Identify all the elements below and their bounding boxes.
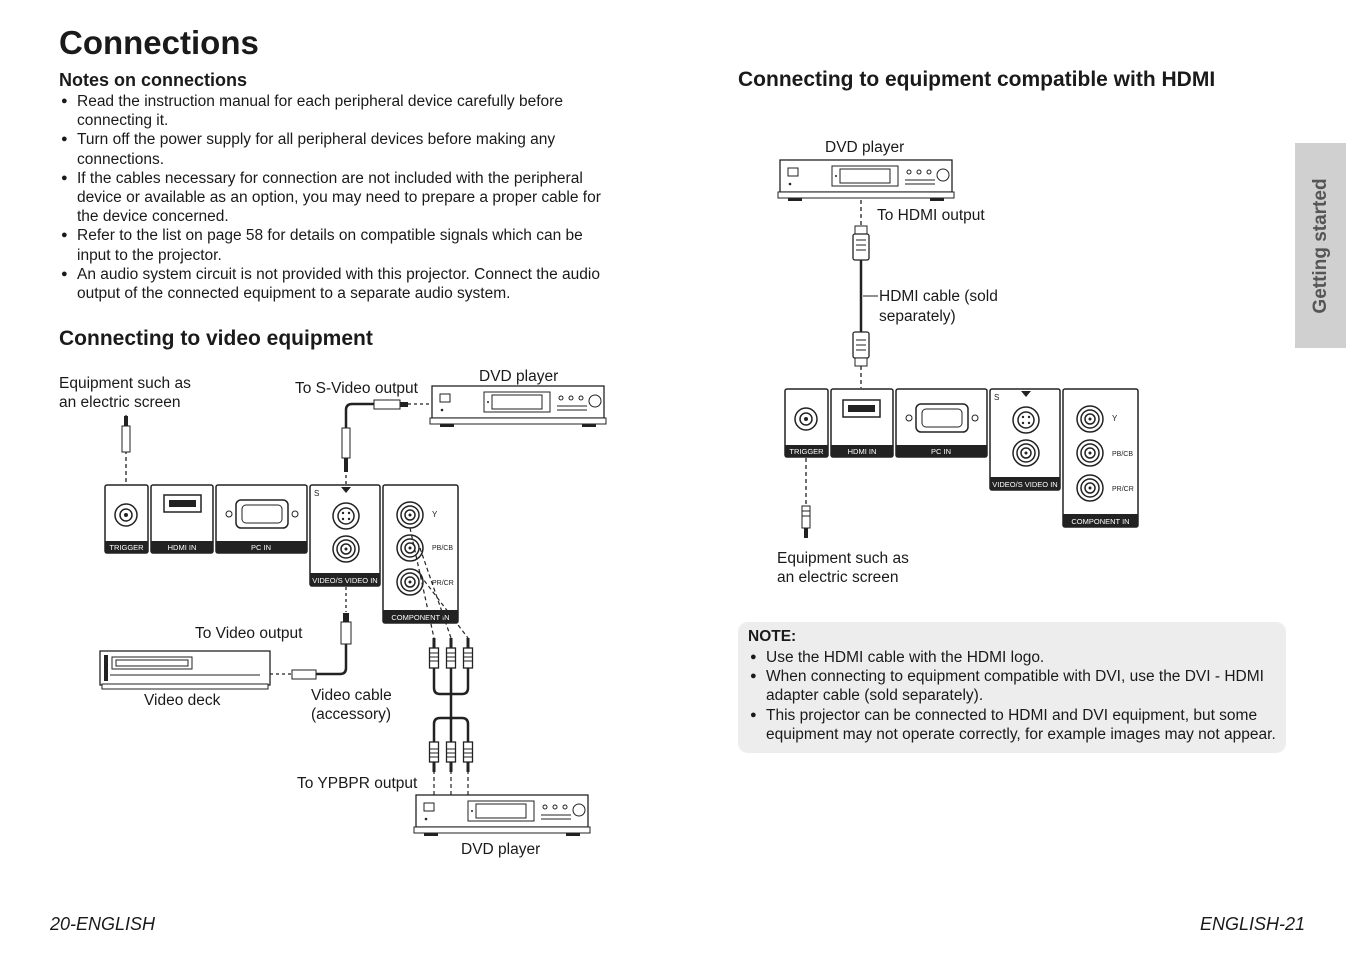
pr-port-label: PR/CR (1112, 486, 1134, 493)
projector-panel-right: TRIGGER HDMI IN PC IN S VIDEO/S VIDEO IN… (784, 388, 1139, 528)
svideo-output-label: To S-Video output (295, 380, 418, 397)
notes-list: Read the instruction manual for each per… (59, 92, 604, 303)
note-box: NOTE: Use the HDMI cable with the HDMI l… (738, 622, 1286, 753)
pc-port-label: PC IN (931, 447, 951, 456)
notes-item: Read the instruction manual for each per… (59, 92, 604, 130)
hdmi-cable-label-line1: HDMI cable (sold (879, 288, 998, 305)
note-title: NOTE: (748, 628, 797, 645)
video-cable-label-line1: Video cable (311, 687, 392, 704)
notes-item: Turn off the power supply for all periph… (59, 130, 604, 168)
video-cable-label-line2: (accessory) (311, 706, 392, 723)
video-deck-label: Video deck (144, 692, 221, 709)
pb-port-label: PB/CB (432, 545, 453, 552)
s-port-label: S (994, 393, 999, 402)
footer-right: ENGLISH-21 (1200, 914, 1306, 934)
component-port-label: COMPONENT IN (1071, 517, 1129, 526)
ypbpr-output-label: To YPBPR output (297, 775, 418, 792)
notes-item: Refer to the list on page 58 for details… (59, 226, 604, 264)
footer-left: 20-ENGLISH (50, 914, 156, 934)
note-item: When connecting to equipment compatible … (748, 667, 1288, 705)
pr-port-label: PR/CR (432, 580, 454, 587)
screen-label-line2: an electric screen (59, 394, 181, 411)
pc-port-label: PC IN (251, 543, 271, 552)
projector-panel-left: TRIGGER HDMI IN PC IN S VIDEO/S VIDEO IN… (104, 484, 459, 624)
hdmi-section-heading: Connecting to equipment compatible with … (738, 68, 1216, 91)
pb-port-label: PB/CB (1112, 451, 1133, 458)
notes-heading: Notes on connections (59, 70, 248, 90)
side-tab-label: Getting started (1309, 177, 1331, 314)
hdmi-dvd-player-label: DVD player (825, 139, 905, 156)
hdmi-screen-label-line1: Equipment such as (777, 550, 909, 567)
screen-label-line1: Equipment such as (59, 375, 191, 392)
video-section-heading: Connecting to video equipment (59, 327, 373, 350)
video-deck-icon (99, 650, 271, 690)
video-output-label: To Video output (195, 625, 303, 642)
hdmi-port-label: HDMI IN (168, 543, 197, 552)
page-title: Connections (59, 24, 259, 61)
hdmi-screen-label-line2: an electric screen (777, 569, 899, 586)
trigger-port-label: TRIGGER (109, 543, 144, 552)
trigger-port-label: TRIGGER (789, 447, 824, 456)
hdmi-output-label: To HDMI output (877, 207, 985, 224)
side-tab: Getting started (1295, 143, 1346, 348)
note-item: Use the HDMI cable with the HDMI logo. (748, 648, 1288, 667)
note-list: Use the HDMI cable with the HDMI logo. W… (748, 648, 1288, 744)
s-port-label: S (314, 489, 319, 498)
notes-item: An audio system circuit is not provided … (59, 265, 604, 303)
component-port-label: COMPONENT IN (391, 613, 449, 622)
y-port-label: Y (1112, 414, 1118, 423)
video-port-label: VIDEO/S VIDEO IN (312, 576, 377, 585)
hdmi-cable-label-line2: separately) (879, 308, 956, 325)
y-port-label: Y (432, 510, 438, 519)
dvd-player-top-label: DVD player (479, 368, 559, 385)
notes-item: If the cables necessary for connection a… (59, 169, 604, 227)
hdmi-port-label: HDMI IN (848, 447, 877, 456)
note-item: This projector can be connected to HDMI … (748, 706, 1288, 744)
dvd-player-bottom-label: DVD player (461, 841, 541, 858)
video-port-label: VIDEO/S VIDEO IN (992, 480, 1057, 489)
